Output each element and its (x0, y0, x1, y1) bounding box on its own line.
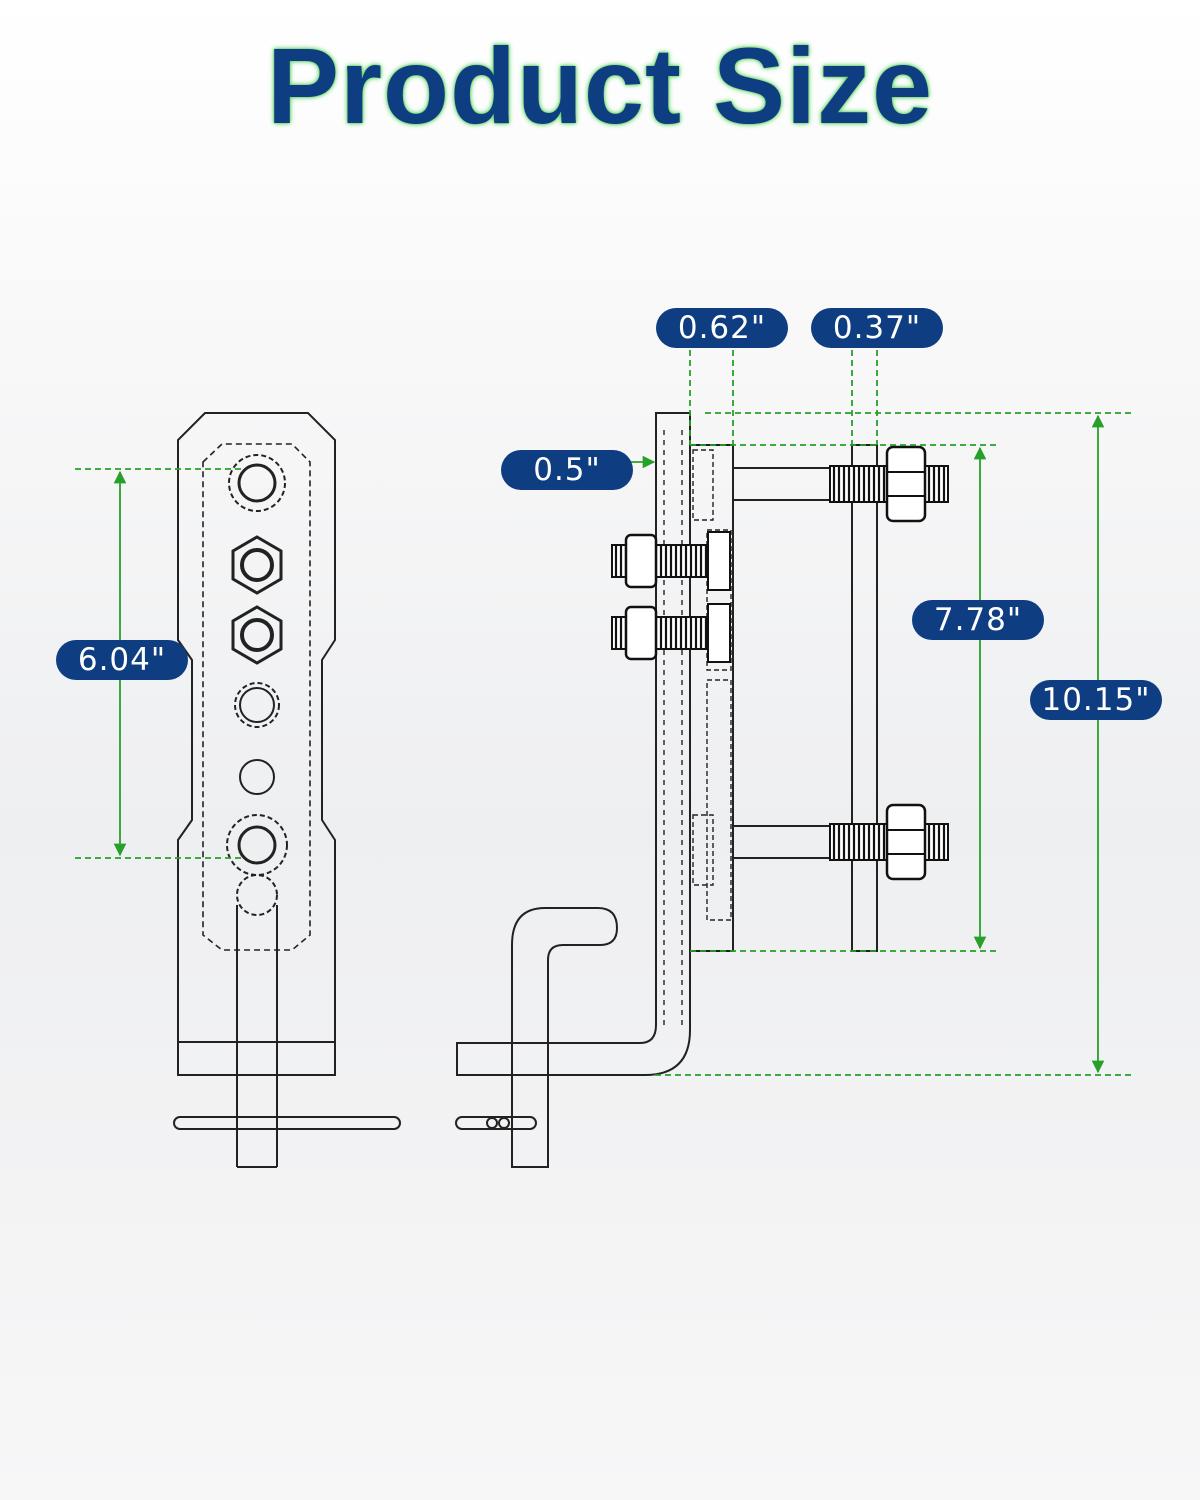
dimension-label-clamp-height: 7.78" (912, 600, 1044, 640)
bolt-threads (610, 445, 950, 881)
page-title: Product Size (266, 25, 934, 146)
side-view (455, 412, 878, 1168)
dimension-label-hole-spacing: 6.04" (56, 640, 188, 680)
dimension-label-overall-height: 10.15" (1030, 680, 1162, 720)
dimension-label-spacer-width: 0.62" (656, 308, 788, 348)
dimension-lines (75, 350, 1132, 1076)
dimension-label-plate-thickness: 0.5" (501, 450, 633, 490)
front-view (173, 412, 401, 1168)
dimension-label-clamp-bar-width: 0.37" (811, 308, 943, 348)
